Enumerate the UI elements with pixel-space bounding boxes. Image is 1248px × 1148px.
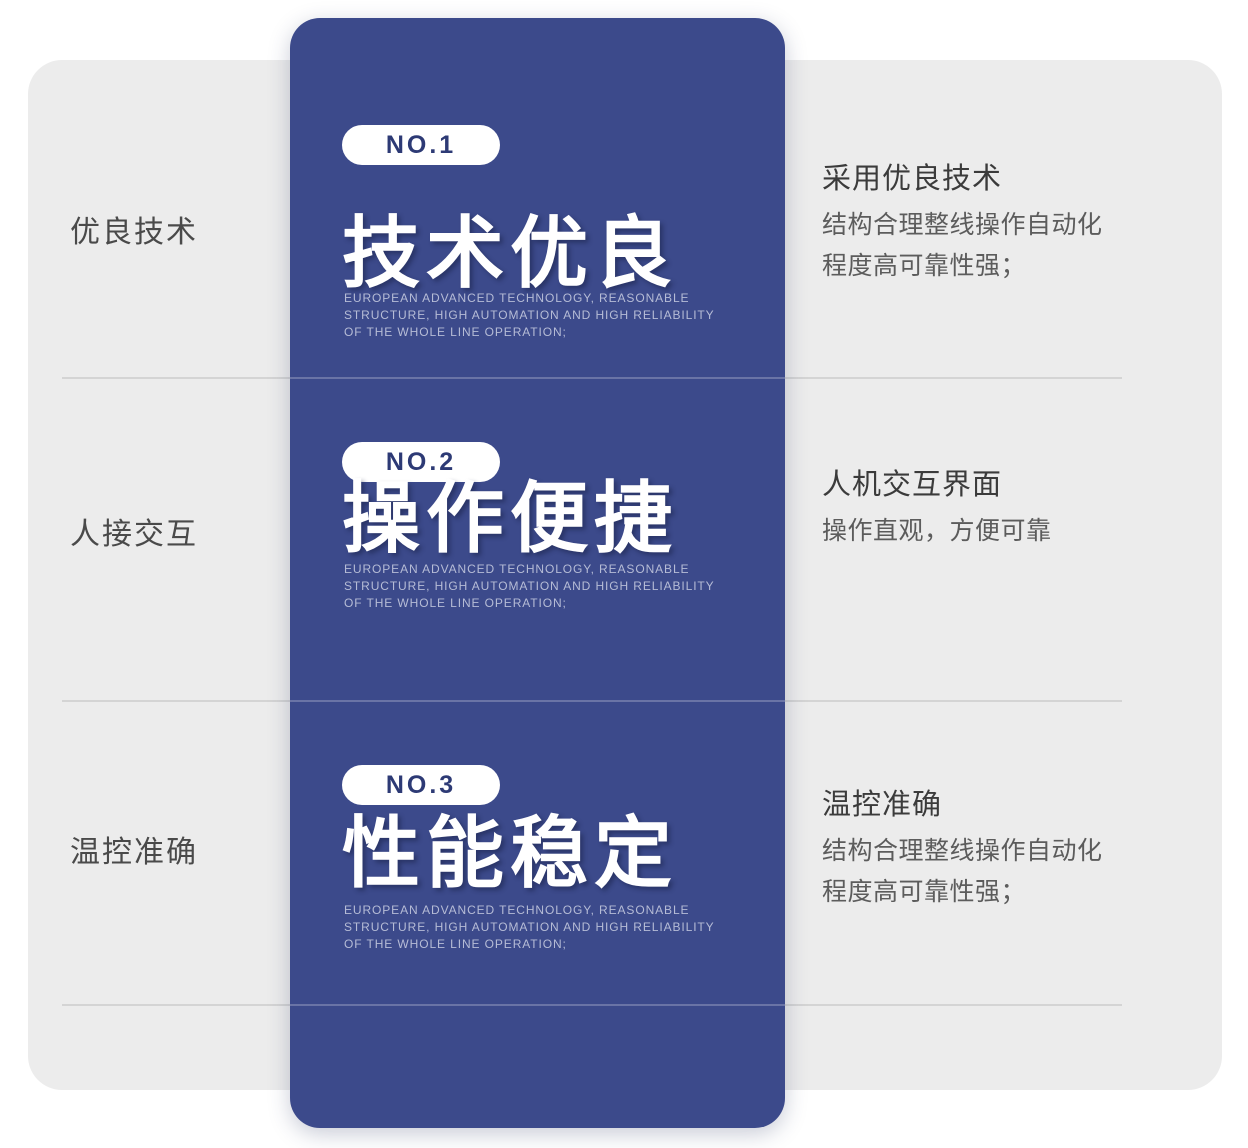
badge-no-2: NO.2	[342, 442, 500, 482]
feature-english-1-line-1: EUROPEAN ADVANCED TECHNOLOGY, REASONABLE	[344, 291, 690, 305]
feature-english-1-line-3: OF THE WHOLE LINE OPERATION;	[344, 325, 567, 339]
feature-title-3: 性能稳定	[342, 809, 679, 897]
right-line-row-3-2: 程度高可靠性强；	[822, 877, 1027, 906]
right-description-row-2: 人机交互界面 操作直观，方便可靠	[822, 466, 1192, 552]
feature-english-3-line-3: OF THE WHOLE LINE OPERATION;	[344, 937, 567, 951]
right-line-row-1-1: 结构合理整线操作自动化	[822, 211, 1103, 240]
feature-card: NO.1 技术优良 EUROPEAN ADVANCED TECHNOLOGY, …	[290, 18, 785, 1128]
right-line-row-3-1: 结构合理整线操作自动化	[822, 837, 1103, 866]
card-separator-2	[290, 700, 785, 702]
left-label-row-1: 优良技术	[70, 216, 198, 249]
feature-english-3-line-2: STRUCTURE, HIGH AUTOMATION AND HIGH RELI…	[344, 920, 715, 934]
right-heading-row-3: 温控准确	[822, 789, 943, 821]
feature-panel-1: NO.1 技术优良 EUROPEAN ADVANCED TECHNOLOGY, …	[290, 18, 785, 377]
badge-no-3: NO.3	[342, 765, 500, 805]
left-label-row-3: 温控准确	[70, 836, 198, 869]
badge-no-1: NO.1	[342, 125, 500, 165]
right-heading-row-1: 采用优良技术	[822, 163, 1003, 195]
feature-english-3-line-1: EUROPEAN ADVANCED TECHNOLOGY, REASONABLE	[344, 903, 690, 917]
feature-panel-2: NO.2 操作便捷 EUROPEAN ADVANCED TECHNOLOGY, …	[290, 379, 785, 700]
feature-title-1: 技术优良	[342, 209, 679, 297]
feature-english-2-line-1: EUROPEAN ADVANCED TECHNOLOGY, REASONABLE	[344, 562, 690, 576]
card-separator-1	[290, 377, 785, 379]
card-separator-3	[290, 1004, 785, 1006]
right-heading-row-2: 人机交互界面	[822, 469, 1003, 501]
right-line-row-1-2: 程度高可靠性强；	[822, 251, 1027, 280]
feature-english-2: EUROPEAN ADVANCED TECHNOLOGY, REASONABLE…	[344, 561, 744, 612]
feature-english-1: EUROPEAN ADVANCED TECHNOLOGY, REASONABLE…	[344, 290, 744, 341]
feature-english-1-line-2: STRUCTURE, HIGH AUTOMATION AND HIGH RELI…	[344, 308, 715, 322]
right-description-row-3: 温控准确 结构合理整线操作自动化 程度高可靠性强；	[822, 786, 1192, 912]
feature-title-2: 操作便捷	[342, 474, 679, 562]
left-label-row-2: 人接交互	[70, 518, 198, 551]
right-line-row-2-1: 操作直观，方便可靠	[822, 517, 1052, 546]
right-description-row-1: 采用优良技术 结构合理整线操作自动化 程度高可靠性强；	[822, 160, 1192, 286]
feature-english-3: EUROPEAN ADVANCED TECHNOLOGY, REASONABLE…	[344, 902, 744, 953]
feature-english-2-line-3: OF THE WHOLE LINE OPERATION;	[344, 596, 567, 610]
feature-english-2-line-2: STRUCTURE, HIGH AUTOMATION AND HIGH RELI…	[344, 579, 715, 593]
feature-panel-3: NO.3 性能稳定 EUROPEAN ADVANCED TECHNOLOGY, …	[290, 702, 785, 1004]
